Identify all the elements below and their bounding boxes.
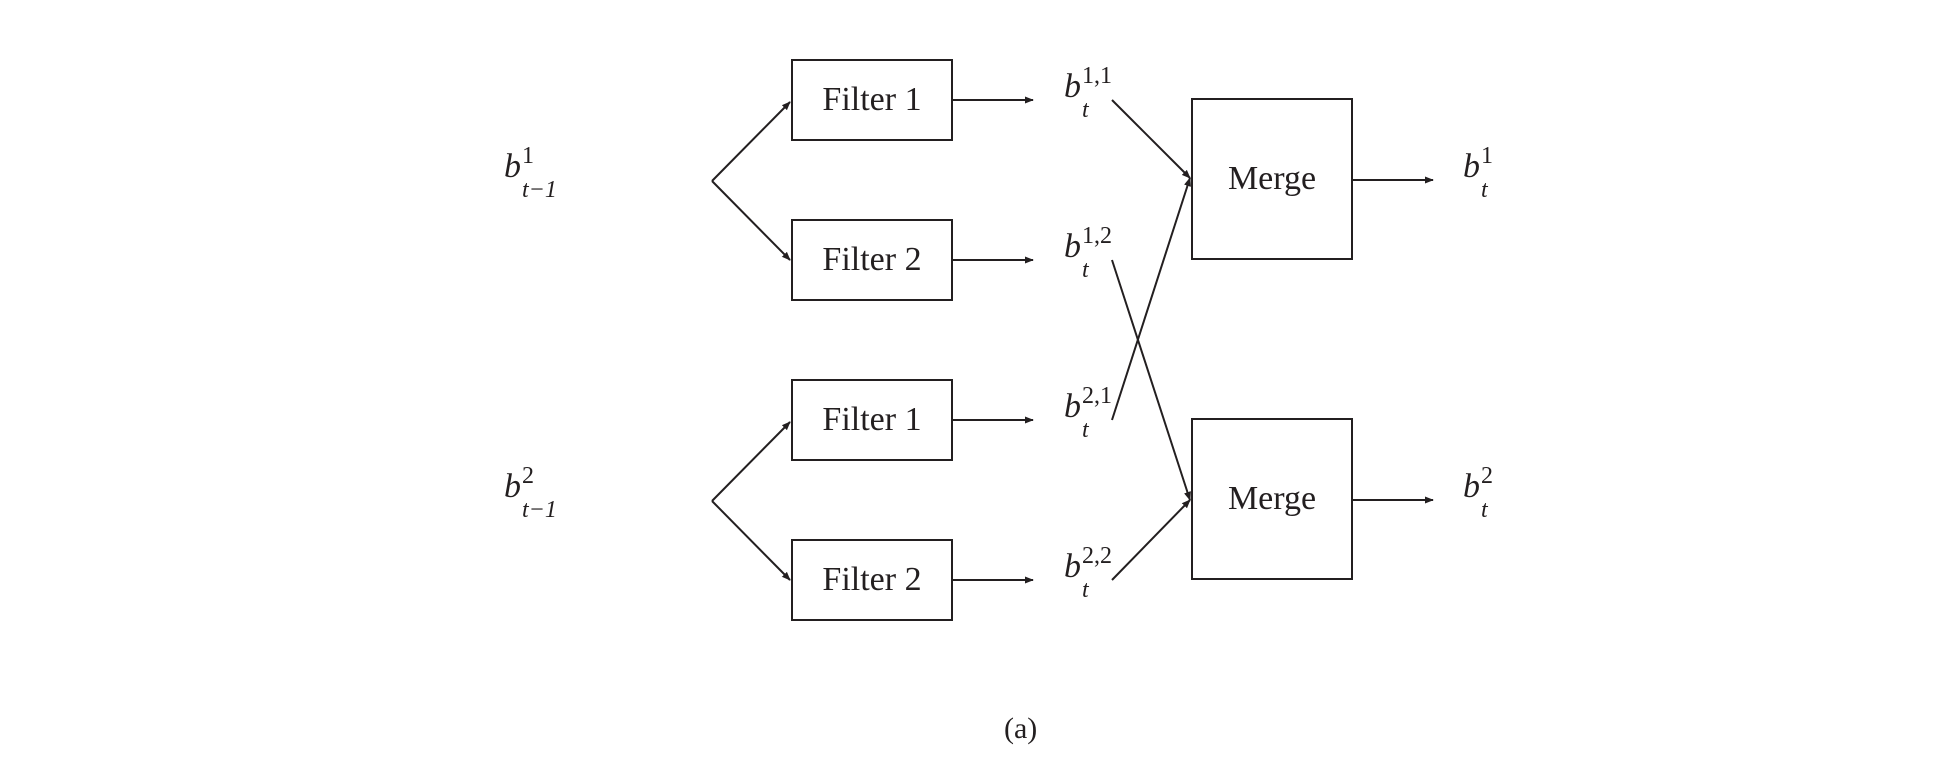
arrow-b11-to-merge1 (1111, 99, 1191, 179)
arrow-b22-to-merge2 (1111, 499, 1191, 581)
arrow-b12-to-merge2 (1111, 259, 1191, 501)
merge-box: Merge (1191, 98, 1353, 260)
merge-box: Merge (1191, 418, 1353, 580)
arrow-input2-to-filter2 (711, 500, 791, 581)
filter-box: Filter 2 (791, 219, 953, 301)
filter-box: Filter 2 (791, 539, 953, 621)
arrow-input2-to-filter1 (711, 421, 791, 502)
arrow-input1-to-filter2 (711, 180, 791, 261)
arrow-input1-to-filter1 (711, 101, 791, 182)
filter-box: Filter 1 (791, 379, 953, 461)
arrow-b21-to-merge1 (1111, 177, 1191, 421)
figure-caption: (a) (1004, 712, 1038, 745)
filter-box: Filter 1 (791, 59, 953, 141)
